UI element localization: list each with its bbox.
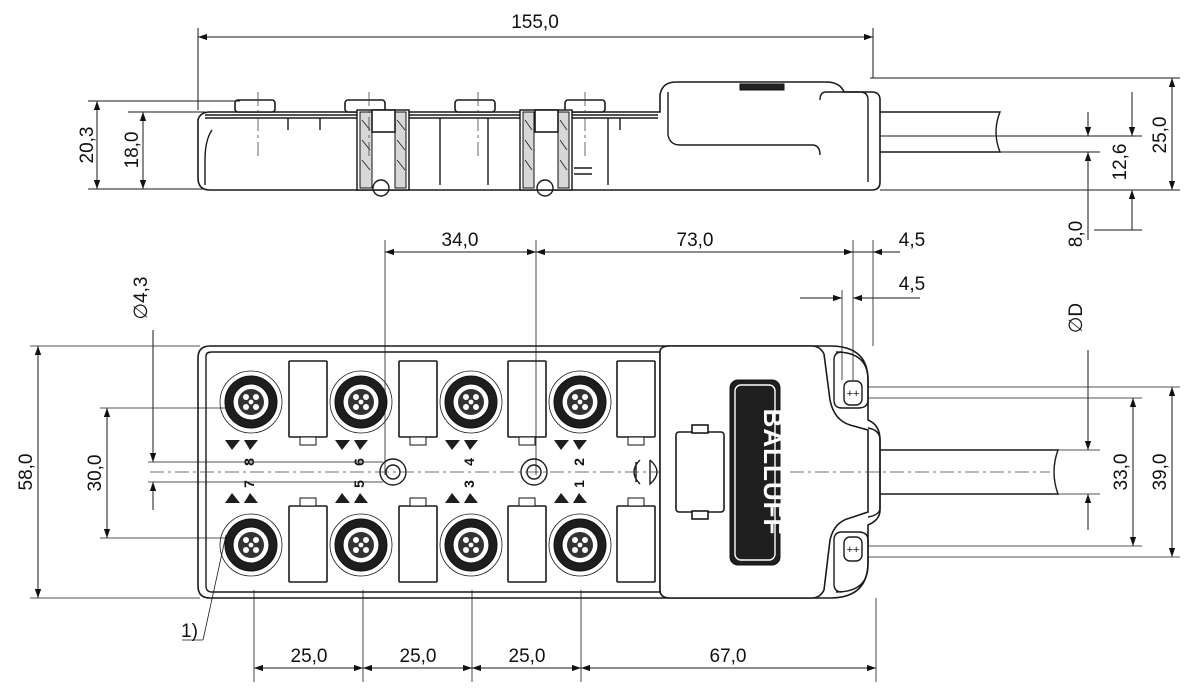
dim-top-view-right: ∅D 33,0 39,0: [868, 303, 1180, 558]
center-lines: [30, 240, 877, 682]
pitch-top-1-label: 34,0: [442, 230, 479, 251]
brand-label: BALLUFF: [758, 409, 788, 536]
port-3: [439, 513, 503, 577]
svg-text:++: ++: [847, 544, 860, 556]
port-pitch-3-label: 25,0: [509, 646, 546, 667]
cable-height-label: 12,6: [1110, 144, 1131, 181]
overall-length-label: 155,0: [511, 12, 559, 33]
port-pitch-1-label: 25,0: [291, 646, 328, 667]
height-total-label: 20,3: [77, 127, 98, 164]
pitch-top-2-label: 73,0: [677, 230, 714, 251]
cable-offset-label: 8,0: [1066, 221, 1087, 247]
side-view: [197, 81, 1002, 197]
port-label-3: 3: [461, 480, 477, 488]
dim-top-view-left: 58,0 30,0 ∅4,3: [16, 277, 157, 598]
cable-length-label: 67,0: [710, 646, 747, 667]
svg-text:++: ++: [847, 388, 860, 400]
port-7: [219, 513, 283, 577]
dim-top-view-upper: 34,0 73,0 4,5 4,5: [385, 230, 925, 380]
port-5: [329, 513, 393, 577]
dim-side-heights: 20,3 18,0: [77, 100, 240, 190]
dim-bottom: 25,0 25,0 25,0 67,0: [254, 646, 876, 672]
dim-overall-length: 155,0: [197, 12, 874, 110]
connector-height-label: 25,0: [1150, 117, 1171, 154]
port-8: [219, 370, 283, 434]
led-indicators: [225, 440, 587, 503]
port-6: [329, 370, 393, 434]
port-1: [548, 513, 612, 577]
offset-a-label: 4,5: [899, 230, 925, 251]
width-label: 58,0: [16, 454, 37, 491]
port-label-1: 1: [571, 480, 587, 488]
led-boxes: [288, 360, 656, 583]
port-label-2: 2: [571, 458, 587, 466]
cable-span-2-label: 39,0: [1150, 454, 1171, 491]
footnote-leader: 1): [181, 534, 227, 642]
port-label-7: 7: [241, 480, 257, 488]
port-2: [548, 370, 612, 434]
dim-side-right: 25,0 12,6 8,0: [870, 77, 1180, 247]
hole-diameter-label: ∅4,3: [131, 277, 152, 320]
cable-diameter-label: ∅D: [1066, 303, 1087, 333]
port-pitch-2-label: 25,0: [400, 646, 437, 667]
port-label-5: 5: [351, 480, 367, 488]
offset-b-label: 4,5: [899, 274, 925, 295]
port-label-4: 4: [461, 458, 477, 466]
port-4: [439, 370, 503, 434]
cable-span-1-label: 33,0: [1111, 454, 1132, 491]
height-body-label: 18,0: [122, 132, 143, 169]
hole-spacing-label: 30,0: [85, 455, 106, 492]
footnote-label: 1): [181, 621, 198, 642]
